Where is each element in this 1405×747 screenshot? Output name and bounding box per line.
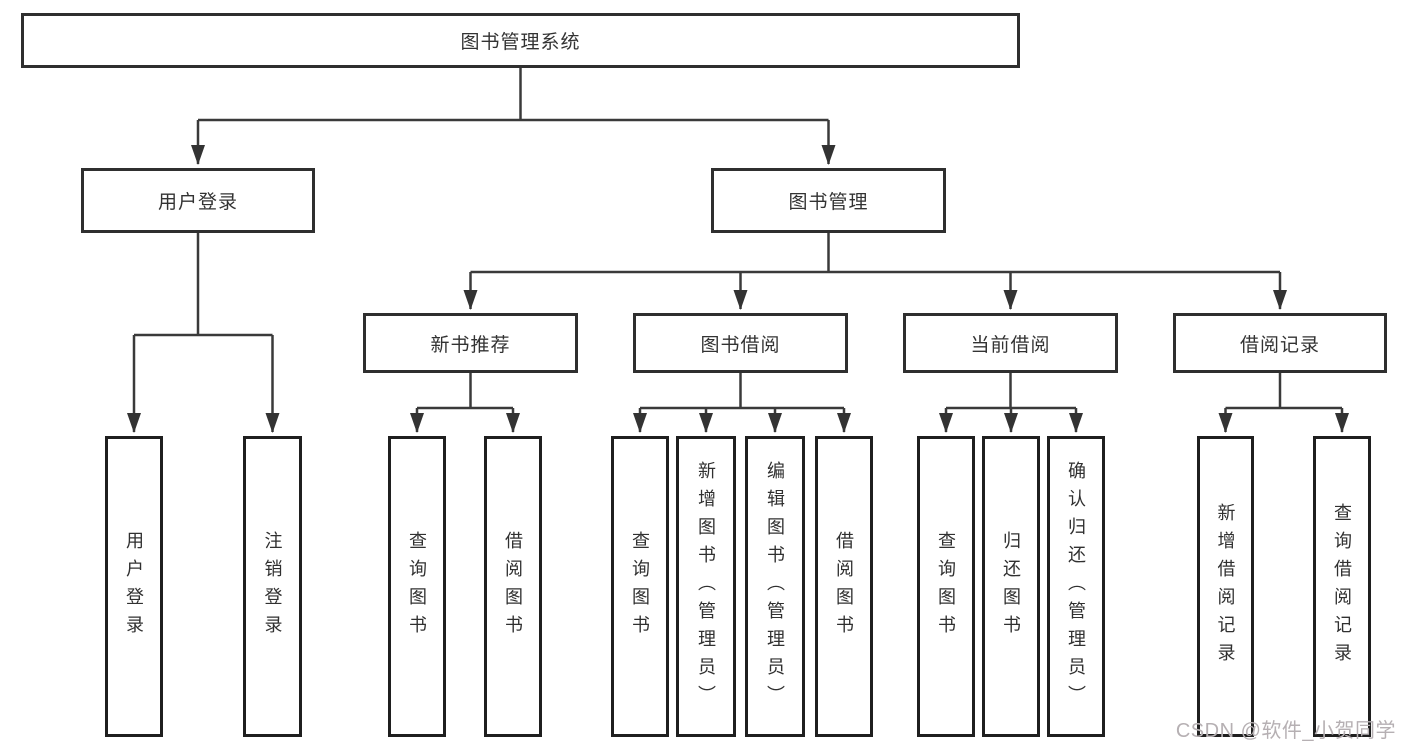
node-book-borrowing: 图书借阅 (633, 313, 848, 373)
node-user-login: 用户登录 (81, 168, 315, 233)
leaf-cb-query-books-label: 查询图书 (936, 530, 956, 643)
leaf-bb-add-books-admin-label: 新增图书（管理员） (696, 460, 716, 713)
connector-root (191, 68, 836, 165)
leaf-cb-query-books: 查询图书 (917, 436, 975, 737)
leaf-logout: 注销登录 (243, 436, 302, 737)
leaf-bb-borrow-books: 借阅图书 (815, 436, 873, 737)
leaf-user-login: 用户登录 (105, 436, 163, 737)
leaf-br-add-record-label: 新增借阅记录 (1215, 502, 1236, 671)
leaf-cb-confirm-return-admin: 确认归还（管理员） (1047, 436, 1105, 737)
node-new-book-recommend: 新书推荐 (363, 313, 578, 373)
leaf-nb-query-books: 查询图书 (388, 436, 446, 737)
leaf-user-login-label: 用户登录 (124, 530, 144, 643)
leaf-cb-return-books: 归还图书 (982, 436, 1040, 737)
connector-user-login (127, 233, 280, 433)
leaf-bb-edit-books-admin-label: 编辑图书（管理员） (765, 460, 785, 713)
leaf-bb-query-books-label: 查询图书 (630, 530, 650, 643)
node-borrowing-records: 借阅记录 (1173, 313, 1387, 373)
leaf-bb-query-books: 查询图书 (611, 436, 669, 737)
leaf-br-query-record-label: 查询借阅记录 (1332, 502, 1352, 671)
leaf-nb-borrow-books: 借阅图书 (484, 436, 542, 737)
connector-current-borrowing (939, 373, 1083, 433)
node-root: 图书管理系统 (21, 13, 1020, 68)
leaf-nb-query-books-label: 查询图书 (407, 530, 427, 643)
node-current-borrowing: 当前借阅 (903, 313, 1118, 373)
connector-borrowing-records (1218, 373, 1349, 433)
connector-book-borrowing (633, 373, 851, 433)
leaf-nb-borrow-books-label: 借阅图书 (503, 530, 523, 643)
leaf-cb-confirm-return-admin-label: 确认归还（管理员） (1066, 460, 1086, 713)
watermark: CSDN @软件_小贺同学 (1175, 720, 1396, 742)
leaf-logout-label: 注销登录 (262, 530, 283, 643)
connector-new-book-recommend (410, 373, 520, 433)
leaf-bb-edit-books-admin: 编辑图书（管理员） (745, 436, 805, 737)
leaf-br-add-record: 新增借阅记录 (1197, 436, 1254, 737)
node-book-management: 图书管理 (711, 168, 946, 233)
leaf-bb-borrow-books-label: 借阅图书 (834, 530, 854, 643)
leaf-br-query-record: 查询借阅记录 (1313, 436, 1371, 737)
leaf-cb-return-books-label: 归还图书 (1001, 530, 1021, 643)
connector-book-management (463, 233, 1287, 310)
leaf-bb-add-books-admin: 新增图书（管理员） (676, 436, 736, 737)
